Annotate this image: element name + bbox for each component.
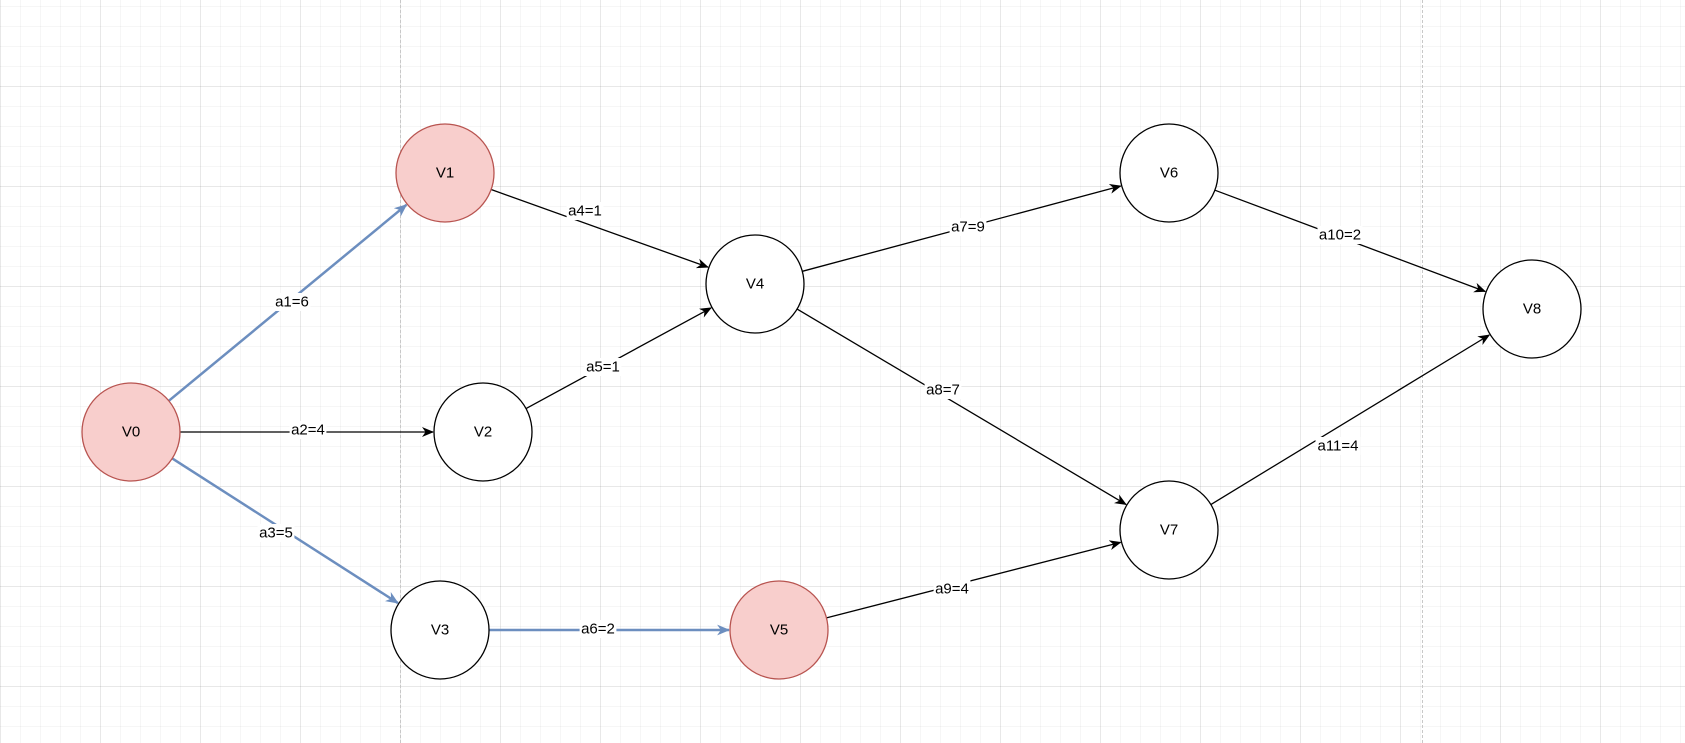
node-label: V1	[436, 165, 454, 182]
node-label: V3	[431, 622, 449, 639]
node-v7[interactable]: V7	[1119, 480, 1219, 580]
node-circle	[705, 234, 805, 334]
edge-label-a1[interactable]: a1=6	[273, 293, 311, 311]
node-v5[interactable]: V5	[729, 580, 829, 680]
edge-label-background	[949, 218, 987, 236]
node-circle	[729, 580, 829, 680]
edge-label-background	[933, 580, 971, 598]
edge-label-background	[1315, 437, 1361, 455]
edge-label-text: a7=9	[951, 219, 985, 236]
node-circle	[390, 580, 490, 680]
node-v2[interactable]: V2	[433, 382, 533, 482]
node-label: V2	[474, 424, 492, 441]
edge-a9[interactable]	[826, 540, 1122, 619]
edge-label-background	[566, 202, 604, 220]
edge-label-background	[924, 381, 962, 399]
edge-label-text: a8=7	[926, 382, 960, 399]
node-label: V4	[746, 276, 764, 293]
node-circle	[1119, 480, 1219, 580]
edge-label-a4[interactable]: a4=1	[566, 202, 604, 220]
edge-label-text: a10=2	[1319, 227, 1361, 244]
node-v6[interactable]: V6	[1119, 123, 1219, 223]
edge-label-background	[584, 358, 622, 376]
edge-label-text: a11=4	[1317, 438, 1358, 455]
page-break-line	[1422, 0, 1423, 743]
node-v8[interactable]: V8	[1482, 259, 1582, 359]
node-circle	[395, 123, 495, 223]
edge-label-a11[interactable]: a11=4	[1315, 437, 1361, 455]
node-circle	[433, 382, 533, 482]
node-label: V5	[770, 622, 788, 639]
edge-label-text: a9=4	[935, 581, 969, 598]
edge-label-background	[289, 421, 327, 439]
node-label: V7	[1160, 522, 1178, 539]
edge-label-a10[interactable]: a10=2	[1317, 226, 1363, 244]
node-v3[interactable]: V3	[390, 580, 490, 680]
edge-label-a3[interactable]: a3=5	[257, 524, 295, 542]
edge-label-background	[579, 620, 617, 638]
edge-label-text: a3=5	[259, 525, 293, 542]
edge-a11[interactable]	[1210, 334, 1491, 506]
edge-label-text: a1=6	[275, 294, 309, 311]
edge-label-text: a6=2	[581, 621, 615, 638]
node-label: V0	[122, 424, 140, 441]
edge-label-background	[257, 524, 295, 542]
edge-label-a2[interactable]: a2=4	[289, 421, 327, 439]
node-circle	[81, 382, 181, 482]
node-v4[interactable]: V4	[705, 234, 805, 334]
edge-label-background	[1317, 226, 1363, 244]
node-v0[interactable]: V0	[81, 382, 181, 482]
node-label: V6	[1160, 165, 1178, 182]
edge-label-a9[interactable]: a9=4	[933, 580, 971, 598]
edge-label-text: a2=4	[291, 422, 325, 439]
page-break-line	[400, 0, 401, 743]
edge-a4[interactable]	[490, 188, 709, 269]
edge-a8[interactable]	[796, 308, 1127, 506]
edge-label-a6[interactable]: a6=2	[579, 620, 617, 638]
edge-label-text: a5=1	[586, 359, 620, 376]
node-circle	[1119, 123, 1219, 223]
edge-label-a5[interactable]: a5=1	[584, 358, 622, 376]
edge-label-a8[interactable]: a8=7	[924, 381, 962, 399]
edge-label-a7[interactable]: a7=9	[949, 218, 987, 236]
node-circle	[1482, 259, 1582, 359]
edge-label-background	[273, 293, 311, 311]
node-label: V8	[1523, 301, 1541, 318]
edge-label-text: a4=1	[568, 203, 602, 220]
node-v1[interactable]: V1	[395, 123, 495, 223]
